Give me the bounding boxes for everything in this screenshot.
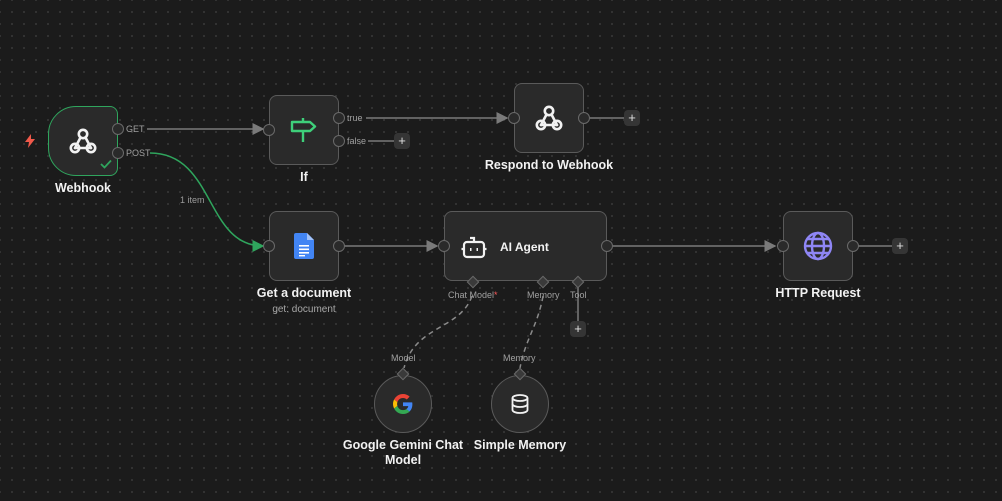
simple-memory-node[interactable] xyxy=(491,375,549,433)
if-node-label: If xyxy=(300,170,308,184)
webhook-node-label: Webhook xyxy=(54,181,112,195)
globe-icon xyxy=(803,231,833,261)
if-node[interactable] xyxy=(269,95,339,165)
respond-add-node-button[interactable]: + xyxy=(624,110,640,126)
respond-output-handle[interactable] xyxy=(578,112,590,124)
ai-agent-tool-label: Tool xyxy=(570,290,587,300)
google-docs-icon xyxy=(294,233,314,259)
if-output-false-handle[interactable] xyxy=(333,135,345,147)
respond-node-label: Respond to Webhook xyxy=(484,158,614,172)
edge-gemini-to-agent[interactable] xyxy=(403,295,473,369)
respond-to-webhook-node[interactable] xyxy=(514,83,584,153)
http-node-label: HTTP Request xyxy=(775,286,861,300)
get-document-node-label: Get a document xyxy=(256,286,352,300)
ai-agent-chat-model-label: Chat Model* xyxy=(448,290,498,300)
http-output-handle[interactable] xyxy=(847,240,859,252)
ai-agent-node-label: AI Agent xyxy=(500,240,549,254)
ai-agent-memory-label: Memory xyxy=(527,290,560,300)
webhook-output-get-handle[interactable] xyxy=(112,123,124,135)
memory-node-label: Simple Memory xyxy=(473,438,567,452)
ai-agent-output-handle[interactable] xyxy=(601,240,613,252)
webhook-output-get-label: GET xyxy=(126,124,145,134)
if-false-add-node-button[interactable]: + xyxy=(394,133,410,149)
google-icon xyxy=(393,394,413,414)
gemini-port-label: Model xyxy=(391,353,416,363)
webhook-output-post-label: POST xyxy=(126,148,151,158)
ai-agent-node[interactable]: AI Agent xyxy=(444,211,607,281)
http-input-handle[interactable] xyxy=(777,240,789,252)
ai-agent-input-handle[interactable] xyxy=(438,240,450,252)
gemini-chat-model-node[interactable] xyxy=(374,375,432,433)
edge-webhook-post-to-get-document[interactable] xyxy=(149,152,265,252)
webhook-output-post-handle[interactable] xyxy=(112,147,124,159)
edge-item-count-label: 1 item xyxy=(180,195,205,205)
memory-port-label: Memory xyxy=(503,353,536,363)
lightning-icon xyxy=(25,134,35,148)
http-add-node-button[interactable]: + xyxy=(892,238,908,254)
signpost-icon xyxy=(290,117,318,143)
if-input-handle[interactable] xyxy=(263,124,275,136)
edge-memory-to-agent[interactable] xyxy=(519,295,544,369)
get-document-node[interactable] xyxy=(269,211,339,281)
ai-agent-add-tool-button[interactable]: + xyxy=(570,321,586,337)
success-check-icon xyxy=(100,159,112,169)
get-document-node-sublabel: get: document xyxy=(272,304,336,315)
get-document-input-handle[interactable] xyxy=(263,240,275,252)
webhook-icon xyxy=(534,103,564,133)
http-request-node[interactable] xyxy=(783,211,853,281)
if-output-true-handle[interactable] xyxy=(333,112,345,124)
webhook-node[interactable] xyxy=(48,106,118,176)
respond-input-handle[interactable] xyxy=(508,112,520,124)
webhook-icon xyxy=(68,126,98,156)
get-document-output-handle[interactable] xyxy=(333,240,345,252)
database-icon xyxy=(511,394,529,414)
if-output-true-label: true xyxy=(347,113,363,123)
robot-icon xyxy=(461,235,487,259)
if-output-false-label: false xyxy=(347,136,367,146)
